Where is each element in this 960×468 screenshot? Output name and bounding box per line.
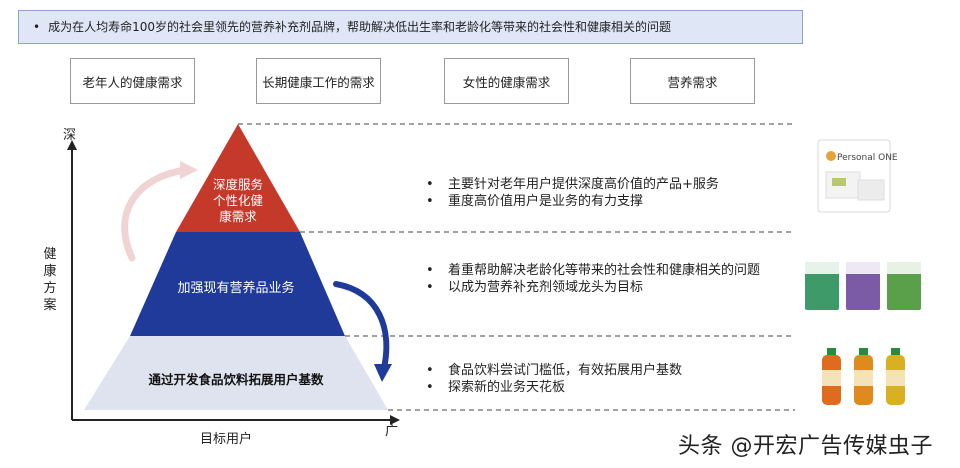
y-axis-label: 健康方案 [43,247,57,313]
need-box-elderly: 老年人的健康需求 [70,58,195,104]
curved-arrow-up-head [180,161,198,179]
personal-one-text: Personal ONE [837,153,898,163]
bullet-item: 着重帮助解决老龄化等带来的社会性和健康相关的问题 [422,262,767,279]
need-box-nutrition: 营养需求 [630,58,755,104]
pyramid-top-line-3: 康需求 [219,209,257,224]
pyramid-top-tier [176,124,300,232]
banner-text: 成为在人均寿命100岁的社会里领先的营养补充剂品牌，帮助解决低出生率和老龄化等带… [48,20,671,34]
y-axis-arrow [67,140,77,150]
bullet-item: 重度高价值用户是业务的有力支撑 [422,193,782,210]
pyramid-top-line-1: 深度服务 [213,177,263,192]
pyramid-middle-tier [130,232,345,336]
bullet-item: 以成为营养补充剂领域龙头为目标 [422,279,767,296]
need-label: 女性的健康需求 [462,74,551,90]
tier-middle-bullets: 着重帮助解决老龄化等带来的社会性和健康相关的问题 以成为营养补充剂领域龙头为目标 [422,262,767,296]
banner-bullet: • [33,20,41,34]
tier-bottom-bullets: 食品饮料尝试门槛低，有效拓展用户基数 探索新的业务天花板 [422,362,782,396]
x-axis-label: 目标用户 [200,432,253,447]
mission-banner: • 成为在人均寿命100岁的社会里领先的营养补充剂品牌，帮助解决低出生率和老龄化等… [18,10,803,44]
x-axis-end-label: 广 [385,424,399,439]
pyramid-bottom-tier [84,336,388,410]
need-label: 营养需求 [667,74,718,90]
drink-bottles-image [822,348,905,405]
watermark-text: 头条 @开宏广告传媒虫子 [678,434,933,459]
curved-arrow-up [121,166,190,262]
pyramid-middle-label: 加强现有营养品业务 [177,280,294,296]
need-box-longterm-work: 长期健康工作的需求 [256,58,381,104]
bullet-item: 探索新的业务天花板 [422,379,782,396]
pyramid-bottom-label: 通过开发食品饮料拓展用户基数 [148,372,324,387]
personal-one-product-image: Personal ONE [817,139,898,213]
supplement-packs-image [805,262,921,310]
bullet-item: 主要针对老年用户提供深度高价值的产品+服务 [422,176,782,193]
curved-arrow-down-head [374,364,392,382]
curved-arrow-down [333,281,390,371]
tier-top-bullets: 主要针对老年用户提供深度高价值的产品+服务 重度高价值用户是业务的有力支撑 [422,176,782,210]
x-axis-arrow [390,415,400,425]
need-label: 长期健康工作的需求 [262,74,375,90]
need-box-female: 女性的健康需求 [444,58,569,104]
bullet-item: 食品饮料尝试门槛低，有效拓展用户基数 [422,362,782,379]
need-label: 老年人的健康需求 [82,74,183,90]
pyramid-top-line-2: 个性化健 [213,193,264,208]
y-axis-top-label: 深 [63,128,77,143]
